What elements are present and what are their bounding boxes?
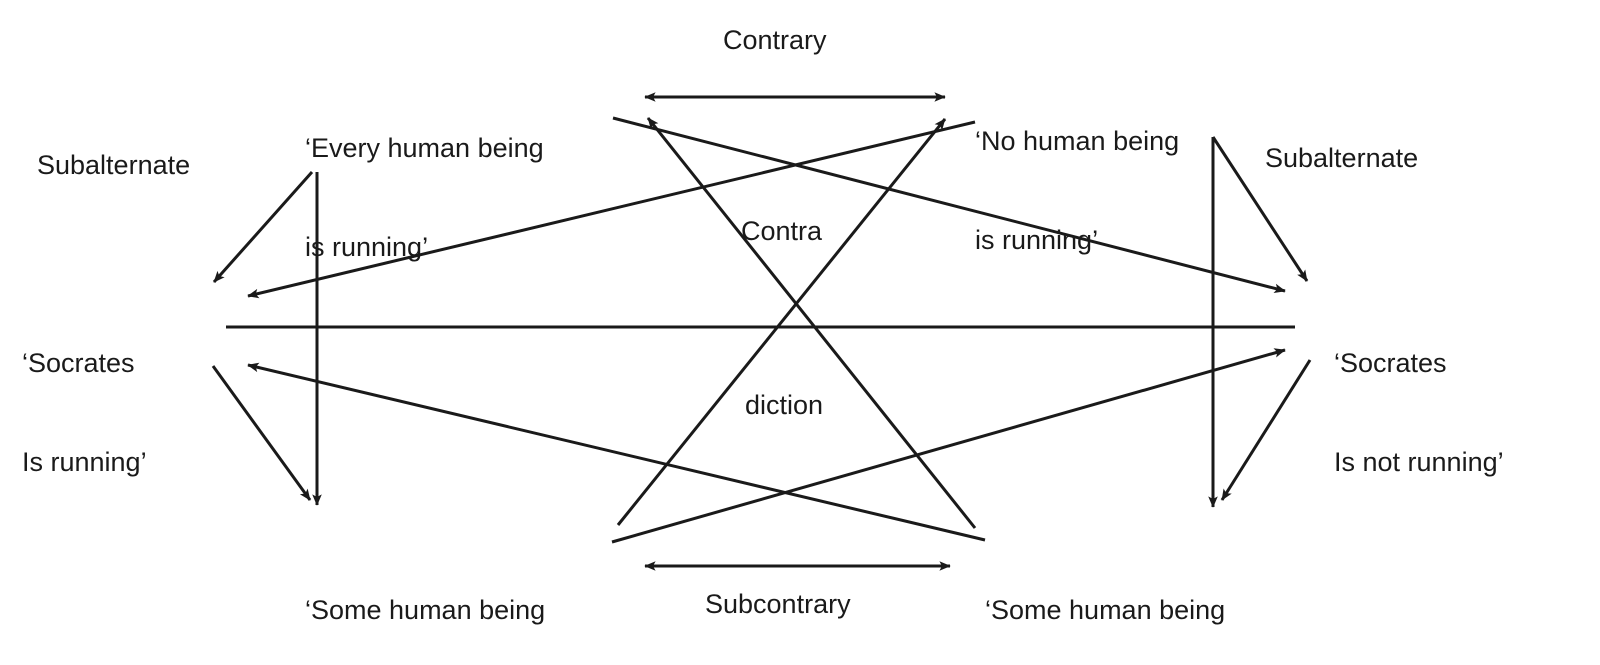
relation-label-contradiction-lower: diction	[745, 390, 824, 420]
node-every-human-being-is-running: ‘Every human being is running’	[305, 66, 544, 330]
edge-subalternate-left	[212, 171, 314, 283]
node-some-human-being-is-not-running: ‘Some human being is not running’	[985, 528, 1225, 665]
node-line-2: Is running’	[22, 447, 147, 477]
node-line-1: ‘Socrates	[1334, 348, 1447, 378]
node-line-2: is running’	[305, 232, 429, 262]
edge-e-to-socrates-running	[247, 120, 976, 299]
edge-subalternate-right	[1211, 136, 1309, 282]
edge-i-to-socrates-not-running	[611, 348, 1286, 544]
node-line-2: is running’	[975, 225, 1099, 255]
relation-label-subalternate-left: Subalternate	[37, 150, 191, 180]
edge-contradiction-i-to-e	[616, 118, 947, 526]
node-some-human-being-is-running: ‘Some human being is running’	[305, 528, 545, 665]
relation-label-contrary: Contrary	[723, 25, 827, 55]
node-line-2: Is not running’	[1334, 447, 1504, 477]
relation-label-subalternate-right: Subalternate	[1265, 143, 1419, 173]
edge-contradiction-o-to-a	[646, 117, 977, 529]
edge-o-to-socrates-running	[247, 362, 986, 542]
edge-a-to-socrates-not-running	[612, 116, 1286, 294]
relation-label-subcontrary: Subcontrary	[705, 589, 851, 619]
node-line-1: ‘Some human being	[985, 595, 1226, 625]
node-line-1: ‘Some human being	[305, 595, 546, 625]
node-socrates-is-not-running: ‘Socrates Is not running’	[1334, 281, 1504, 545]
relation-label-contradiction-upper: Contra	[741, 216, 823, 246]
edge-right-lower-diagonal	[1220, 359, 1312, 501]
node-no-human-being-is-running: ‘No human being is running’	[975, 59, 1179, 323]
node-line-1: ‘No human being	[975, 126, 1180, 156]
edge-left-lower-diagonal	[211, 365, 312, 501]
node-socrates-is-running: ‘Socrates Is running’	[22, 281, 147, 545]
node-line-1: ‘Every human being	[305, 133, 544, 163]
node-line-1: ‘Socrates	[22, 348, 135, 378]
